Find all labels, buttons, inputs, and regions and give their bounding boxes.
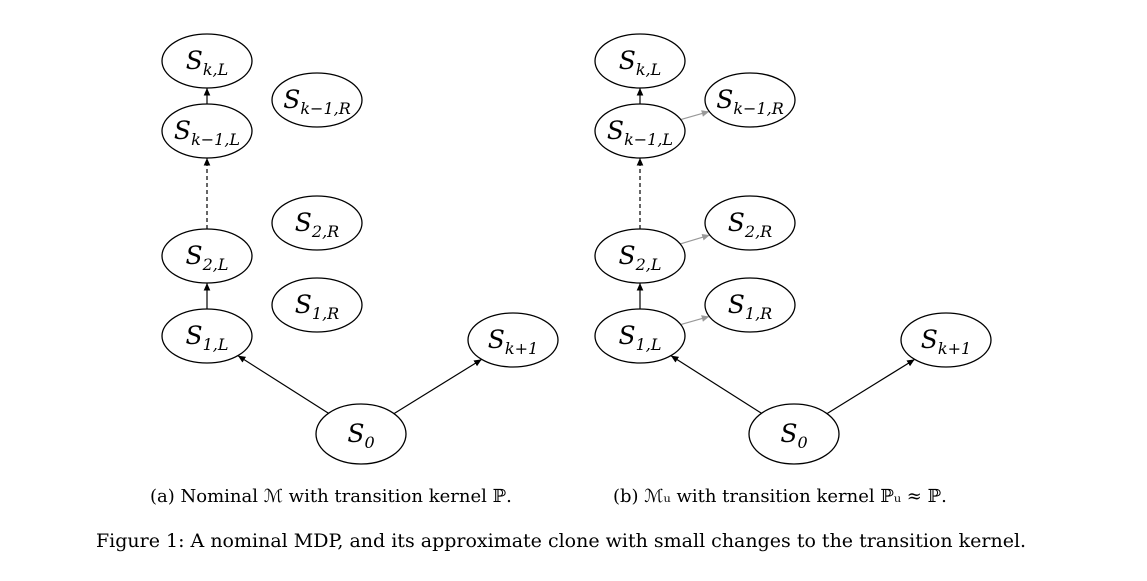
state-node-S_kp1: Sk+1 [900, 312, 992, 368]
state-label: S0 [347, 419, 374, 452]
state-ellipse [271, 195, 363, 251]
state-node-S_kp1: Sk+1 [467, 312, 559, 368]
state-label: S2,R [728, 208, 772, 241]
state-node-S_km1R: Sk−1,R [271, 72, 363, 128]
state-node-S_km1L: Sk−1,L [161, 103, 253, 159]
state-node-S_km1L: Sk−1,L [594, 103, 686, 159]
edge-S_1L-to-S_1R [680, 315, 710, 326]
state-ellipse [900, 312, 992, 368]
state-label: S1,L [618, 321, 661, 354]
state-node-S_1R: S1,R [704, 277, 796, 333]
state-label: Sk+1 [488, 325, 538, 358]
state-node-S_2R: S2,R [271, 195, 363, 251]
state-ellipse [594, 308, 686, 364]
state-label: Sk−1,R [716, 85, 784, 118]
state-label: S1,R [295, 290, 339, 323]
state-ellipse [271, 72, 363, 128]
state-label: Sk+1 [921, 325, 971, 358]
state-label: Sk,L [619, 46, 662, 79]
state-label: S1,L [185, 321, 228, 354]
state-label: Sk,L [186, 46, 229, 79]
state-label: S1,R [728, 290, 772, 323]
edge-S_0-to-S_kp1 [393, 358, 482, 415]
state-label: S2,L [618, 241, 661, 274]
state-label: S2,L [185, 241, 228, 274]
state-node-S_1L: S1,L [161, 308, 253, 364]
state-ellipse [704, 72, 796, 128]
state-ellipse [594, 228, 686, 284]
state-label: Sk−1,L [607, 116, 673, 149]
state-node-S_kL: Sk,L [161, 33, 253, 89]
state-node-S_0: S0 [748, 403, 840, 465]
panel-b-diagram: Sk,L Sk−1,R Sk−1,L S2,R S2,L S1,R S1,L Sk+1S0 [594, 33, 992, 465]
state-ellipse [315, 403, 407, 465]
state-node-S_kL: Sk,L [594, 33, 686, 89]
state-ellipse [704, 195, 796, 251]
state-ellipse [748, 403, 840, 465]
state-node-S_0: S0 [315, 403, 407, 465]
state-ellipse [594, 103, 686, 159]
edge-S_0-to-S_kp1 [826, 358, 915, 415]
edge-S_0-to-S_1L [670, 355, 762, 414]
state-node-S_km1R: Sk−1,R [704, 72, 796, 128]
state-label: Sk−1,R [283, 85, 351, 118]
state-label: S2,R [295, 208, 339, 241]
state-ellipse [161, 308, 253, 364]
state-ellipse [271, 277, 363, 333]
subcaption-b: (b) ℳᵤ with transition kernel ℙᵤ ≈ ℙ. [613, 486, 947, 507]
panel-a-diagram: Sk,L Sk−1,R Sk−1,L S2,R S2,L S1,R S1,L Sk+1S0 [161, 33, 559, 465]
state-node-S_1L: S1,L [594, 308, 686, 364]
edge-S_0-to-S_1L [237, 355, 329, 414]
state-ellipse [704, 277, 796, 333]
state-ellipse [161, 228, 253, 284]
subcaption-a: (a) Nominal ℳ with transition kernel ℙ. [150, 486, 512, 507]
state-label: Sk−1,L [174, 116, 240, 149]
edge-S_2L-to-S_2R [680, 234, 710, 245]
state-node-S_2L: S2,L [594, 228, 686, 284]
state-ellipse [594, 33, 686, 89]
state-node-S_2L: S2,L [161, 228, 253, 284]
edge-S_km1L-to-S_km1R [680, 110, 710, 121]
state-label: S0 [780, 419, 807, 452]
state-ellipse [467, 312, 559, 368]
state-ellipse [161, 103, 253, 159]
state-ellipse [161, 33, 253, 89]
state-node-S_2R: S2,R [704, 195, 796, 251]
state-node-S_1R: S1,R [271, 277, 363, 333]
figure-caption: Figure 1: A nominal MDP, and its approxi… [96, 530, 1027, 552]
